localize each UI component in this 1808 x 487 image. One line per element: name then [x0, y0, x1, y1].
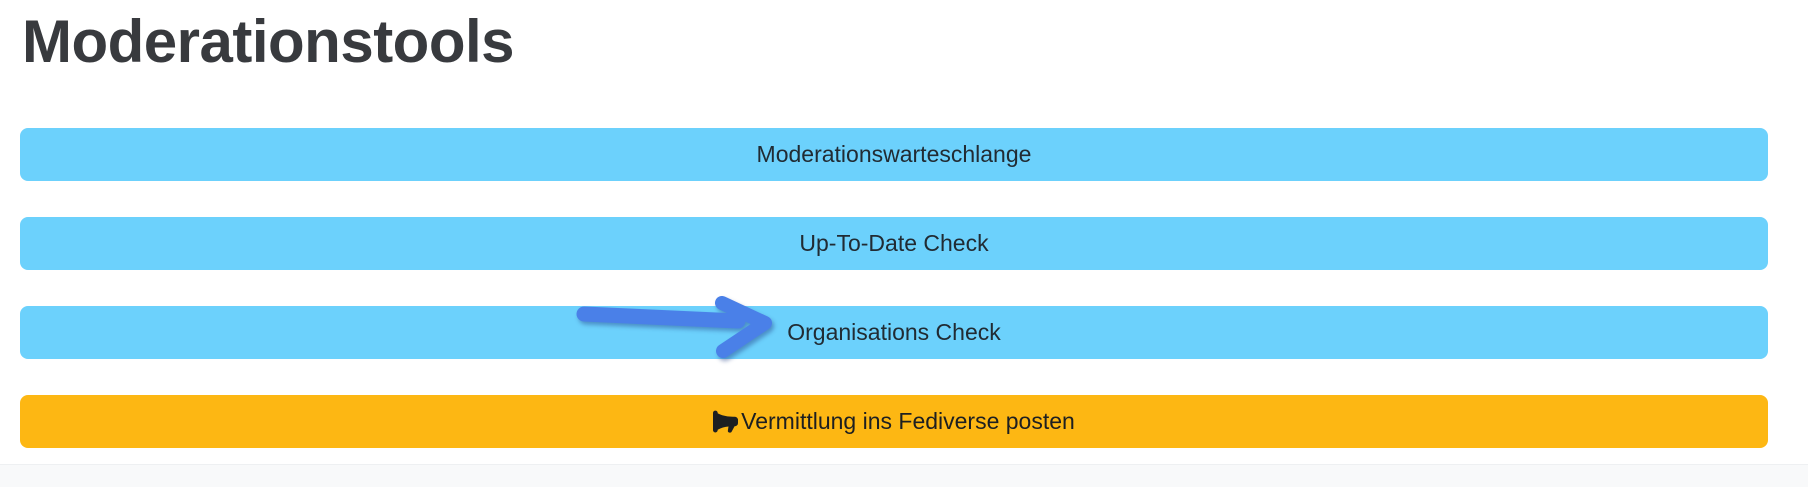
footer-bar: [0, 464, 1808, 487]
button-stack: Moderationswarteschlange Up-To-Date Chec…: [20, 128, 1768, 448]
up-to-date-check-button[interactable]: Up-To-Date Check: [20, 217, 1768, 270]
post-to-fediverse-button[interactable]: Vermittlung ins Fediverse posten: [20, 395, 1768, 448]
post-to-fediverse-label: Vermittlung ins Fediverse posten: [741, 408, 1075, 434]
megaphone-icon: [713, 409, 739, 434]
page-title: Moderationstools: [22, 8, 515, 75]
organisations-check-button[interactable]: Organisations Check: [20, 306, 1768, 359]
moderation-queue-button[interactable]: Moderationswarteschlange: [20, 128, 1768, 181]
